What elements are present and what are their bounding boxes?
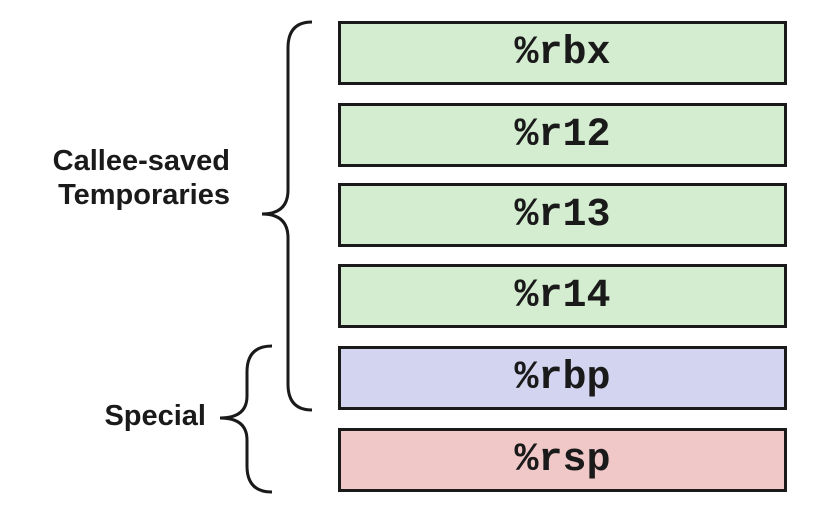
special-brace — [219, 344, 273, 494]
callee-saved-label: Callee-saved Temporaries — [53, 145, 230, 213]
register-rbx: %rbx — [338, 21, 787, 85]
register-name: %rbx — [514, 30, 611, 76]
register-name: %r14 — [514, 273, 611, 319]
register-r13: %r13 — [338, 183, 787, 247]
register-r14: %r14 — [338, 264, 787, 328]
register-rbp: %rbp — [338, 346, 787, 410]
register-r12: %r12 — [338, 103, 787, 167]
register-name: %rbp — [514, 355, 611, 401]
callee-saved-line1: Callee-saved — [52, 145, 230, 177]
register-name: %r12 — [514, 112, 611, 158]
register-rsp: %rsp — [338, 428, 787, 492]
callee-saved-line2: Temporaries — [58, 178, 230, 211]
special-label: Special — [104, 400, 206, 434]
callee-saved-brace — [261, 20, 313, 412]
register-name: %rsp — [514, 437, 611, 483]
register-name: %r13 — [514, 192, 611, 238]
special-label-text: Special — [104, 400, 206, 432]
